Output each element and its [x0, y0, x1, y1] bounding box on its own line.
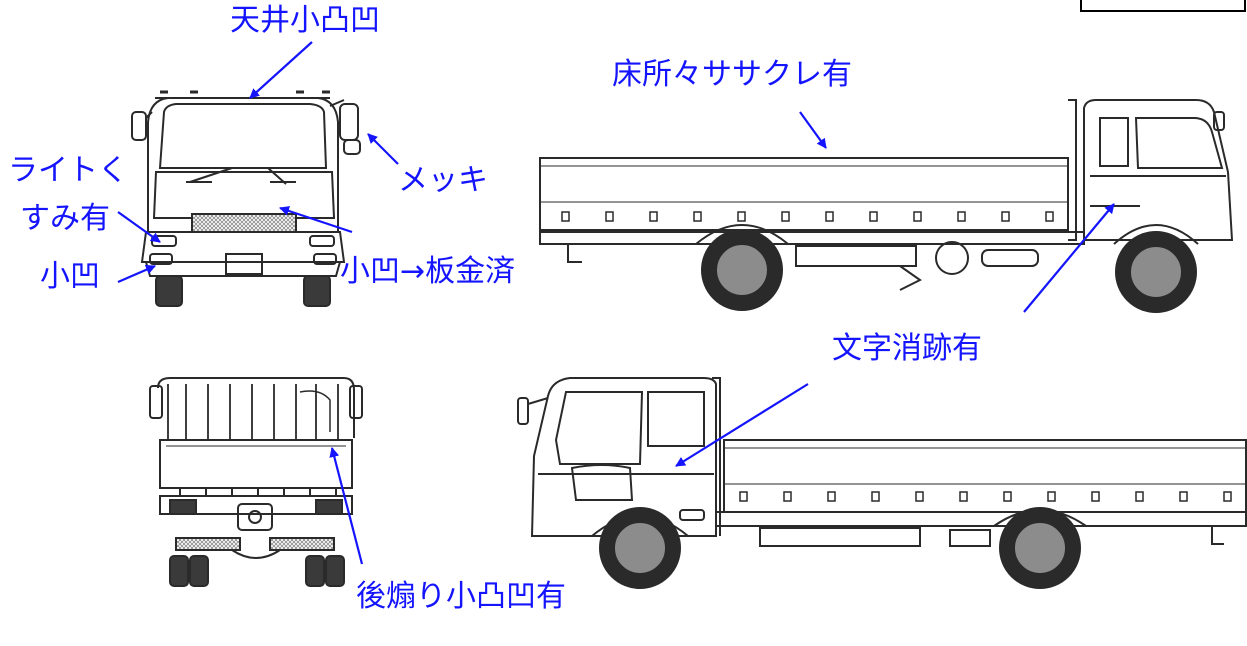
arrow-roof-dent	[249, 41, 313, 99]
arrow-dent-repaired	[279, 206, 353, 234]
left-view-wheels	[701, 229, 1197, 313]
body-hooks-right	[739, 491, 1232, 502]
label-dent-repaired: 小凹→板金済	[340, 254, 516, 289]
label-roof-dent: 天井小凸凹	[230, 3, 380, 38]
right-view-wheels	[599, 507, 1081, 589]
label-small-dent: 小凹	[40, 259, 100, 294]
rear-view	[149, 377, 363, 587]
left-side-view	[539, 99, 1234, 313]
front-view	[131, 90, 361, 307]
arrow-floor-splinters	[799, 111, 827, 149]
label-plating: メッキ	[398, 163, 488, 198]
label-text-erased-traces: 文字消跡有	[832, 331, 982, 366]
arrow-light-dull	[117, 211, 161, 243]
label-rear-gate-dents: 後煽り小凸凹有	[356, 579, 566, 614]
label-light-dull-line2: すみ有	[20, 201, 110, 236]
arrow-small-dent	[117, 264, 156, 284]
arrow-plating	[367, 133, 399, 165]
right-side-view	[517, 377, 1247, 589]
label-light-dull-line1: ライトく	[8, 153, 128, 188]
body-hooks	[561, 211, 1054, 222]
annotation-arrows	[117, 41, 1115, 565]
label-floor-splinters: 床所々ササクレ有	[612, 57, 852, 92]
arrow-rear-gate-dents	[329, 447, 364, 565]
arrow-text-erased-lower	[675, 383, 809, 467]
arrow-text-erased-upper	[1023, 203, 1115, 313]
stamp-box	[1080, 0, 1246, 12]
